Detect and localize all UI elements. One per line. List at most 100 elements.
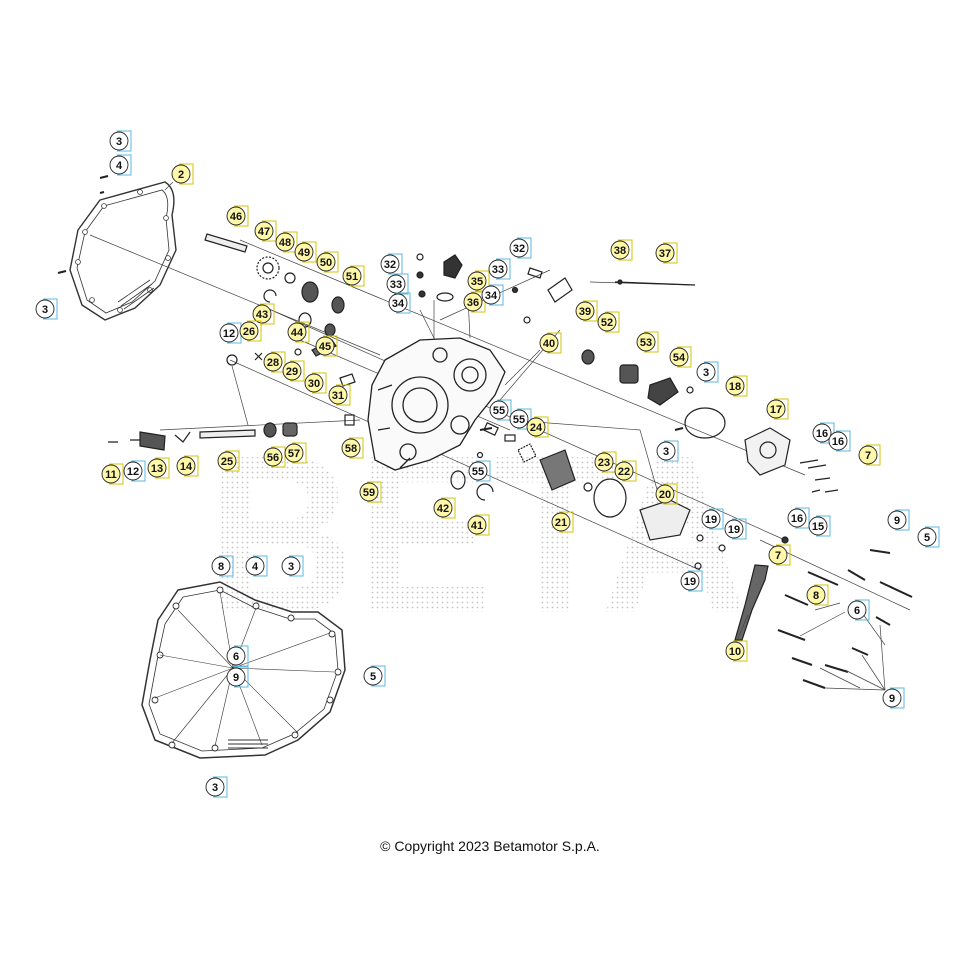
callout-38: 38 — [610, 239, 633, 261]
callout-circle — [806, 585, 826, 605]
callout-32: 32 — [509, 237, 532, 259]
callout-circle — [526, 417, 546, 437]
callout-5: 5 — [363, 665, 386, 687]
callout-circle — [828, 431, 848, 451]
callout-number: 10 — [729, 646, 741, 658]
callout-circle — [680, 571, 700, 591]
callout-number: 5 — [370, 671, 376, 683]
callout-circle — [882, 688, 902, 708]
callout-8: 8 — [806, 584, 829, 606]
callout-circle — [315, 336, 335, 356]
callout-circle — [101, 464, 121, 484]
callout-frame — [117, 154, 132, 176]
callout-frame — [605, 311, 620, 333]
callout-number: 25 — [221, 456, 233, 468]
callout-frame — [295, 321, 310, 343]
callout-30: 30 — [304, 372, 327, 394]
callout-number: 13 — [151, 463, 163, 475]
callout-11: 11 — [101, 463, 124, 485]
callout-number: 29 — [286, 366, 298, 378]
callout-frame — [253, 555, 268, 577]
callout-circle — [467, 271, 487, 291]
callout-circle — [488, 259, 508, 279]
callout-3: 3 — [696, 361, 719, 383]
callout-16: 16 — [828, 430, 851, 452]
callout-circle — [380, 254, 400, 274]
callout-number: 47 — [258, 226, 270, 238]
callout-37: 37 — [655, 242, 678, 264]
callout-circle — [655, 484, 675, 504]
callout-4: 4 — [109, 154, 132, 176]
callout-frame — [349, 437, 364, 459]
callout-number: 51 — [346, 271, 358, 283]
callout-56: 56 — [263, 446, 286, 468]
callout-frame — [489, 284, 504, 306]
callout-frame — [476, 460, 491, 482]
callout-number: 24 — [530, 422, 543, 434]
callout-12: 12 — [219, 322, 242, 344]
callout-frame — [704, 361, 719, 383]
callout-19: 19 — [724, 518, 747, 540]
callout-number: 3 — [288, 561, 294, 573]
callout-42: 42 — [433, 497, 456, 519]
callout-18: 18 — [725, 375, 748, 397]
callout-number: 42 — [437, 503, 449, 515]
callout-frame — [895, 509, 910, 531]
callout-2: 2 — [171, 163, 194, 185]
callout-frame — [816, 515, 831, 537]
callout-31: 31 — [328, 384, 351, 406]
callout-circle — [284, 443, 304, 463]
callout-frame — [497, 399, 512, 421]
callout-circle — [655, 243, 675, 263]
callout-circle — [575, 301, 595, 321]
callout-circle — [35, 299, 55, 319]
callout-9: 9 — [882, 687, 905, 709]
callout-frame — [776, 544, 791, 566]
callout-circle — [341, 438, 361, 458]
callout-frame — [644, 331, 659, 353]
callout-59: 59 — [359, 481, 382, 503]
callout-number: 36 — [467, 297, 479, 309]
callout-circle — [614, 461, 634, 481]
callout-number: 8 — [218, 561, 224, 573]
callout-number: 15 — [812, 521, 824, 533]
callout-circle — [636, 332, 656, 352]
callout-19: 19 — [680, 570, 703, 592]
callout-frame — [534, 416, 549, 438]
callout-circle — [109, 131, 129, 151]
callout-frame — [262, 220, 277, 242]
callout-circle — [551, 512, 571, 532]
callout-circle — [433, 498, 453, 518]
callout-circle — [696, 362, 716, 382]
callout-35: 35 — [467, 270, 490, 292]
callout-frame — [733, 375, 748, 397]
callout-55: 55 — [509, 408, 532, 430]
callout-circle — [917, 527, 937, 547]
callout-number: 56 — [267, 452, 279, 464]
callout-circle — [847, 600, 867, 620]
callout-frame — [855, 599, 870, 621]
callout-circle — [812, 423, 832, 443]
callout-circle — [226, 646, 246, 666]
callout-number: 4 — [252, 561, 259, 573]
callout-circle — [701, 509, 721, 529]
callout-frame — [732, 518, 747, 540]
callout-number: 44 — [291, 327, 304, 339]
callout-frame — [774, 398, 789, 420]
callout-6: 6 — [226, 645, 249, 667]
callout-33: 33 — [386, 273, 409, 295]
callout-circle — [509, 238, 529, 258]
callout-number: 38 — [614, 245, 626, 257]
callout-number: 41 — [471, 520, 483, 532]
callout-number: 16 — [816, 428, 828, 440]
callout-number: 7 — [775, 550, 781, 562]
crankcase-cover — [367, 337, 506, 471]
callout-circle — [725, 641, 745, 661]
callout-number: 30 — [308, 378, 320, 390]
callout-circle — [226, 667, 246, 687]
callout-number: 28 — [267, 357, 279, 369]
callout-6: 6 — [847, 599, 870, 621]
callout-number: 4 — [116, 160, 123, 172]
callout-frame — [324, 251, 339, 273]
callout-circle — [539, 333, 559, 353]
